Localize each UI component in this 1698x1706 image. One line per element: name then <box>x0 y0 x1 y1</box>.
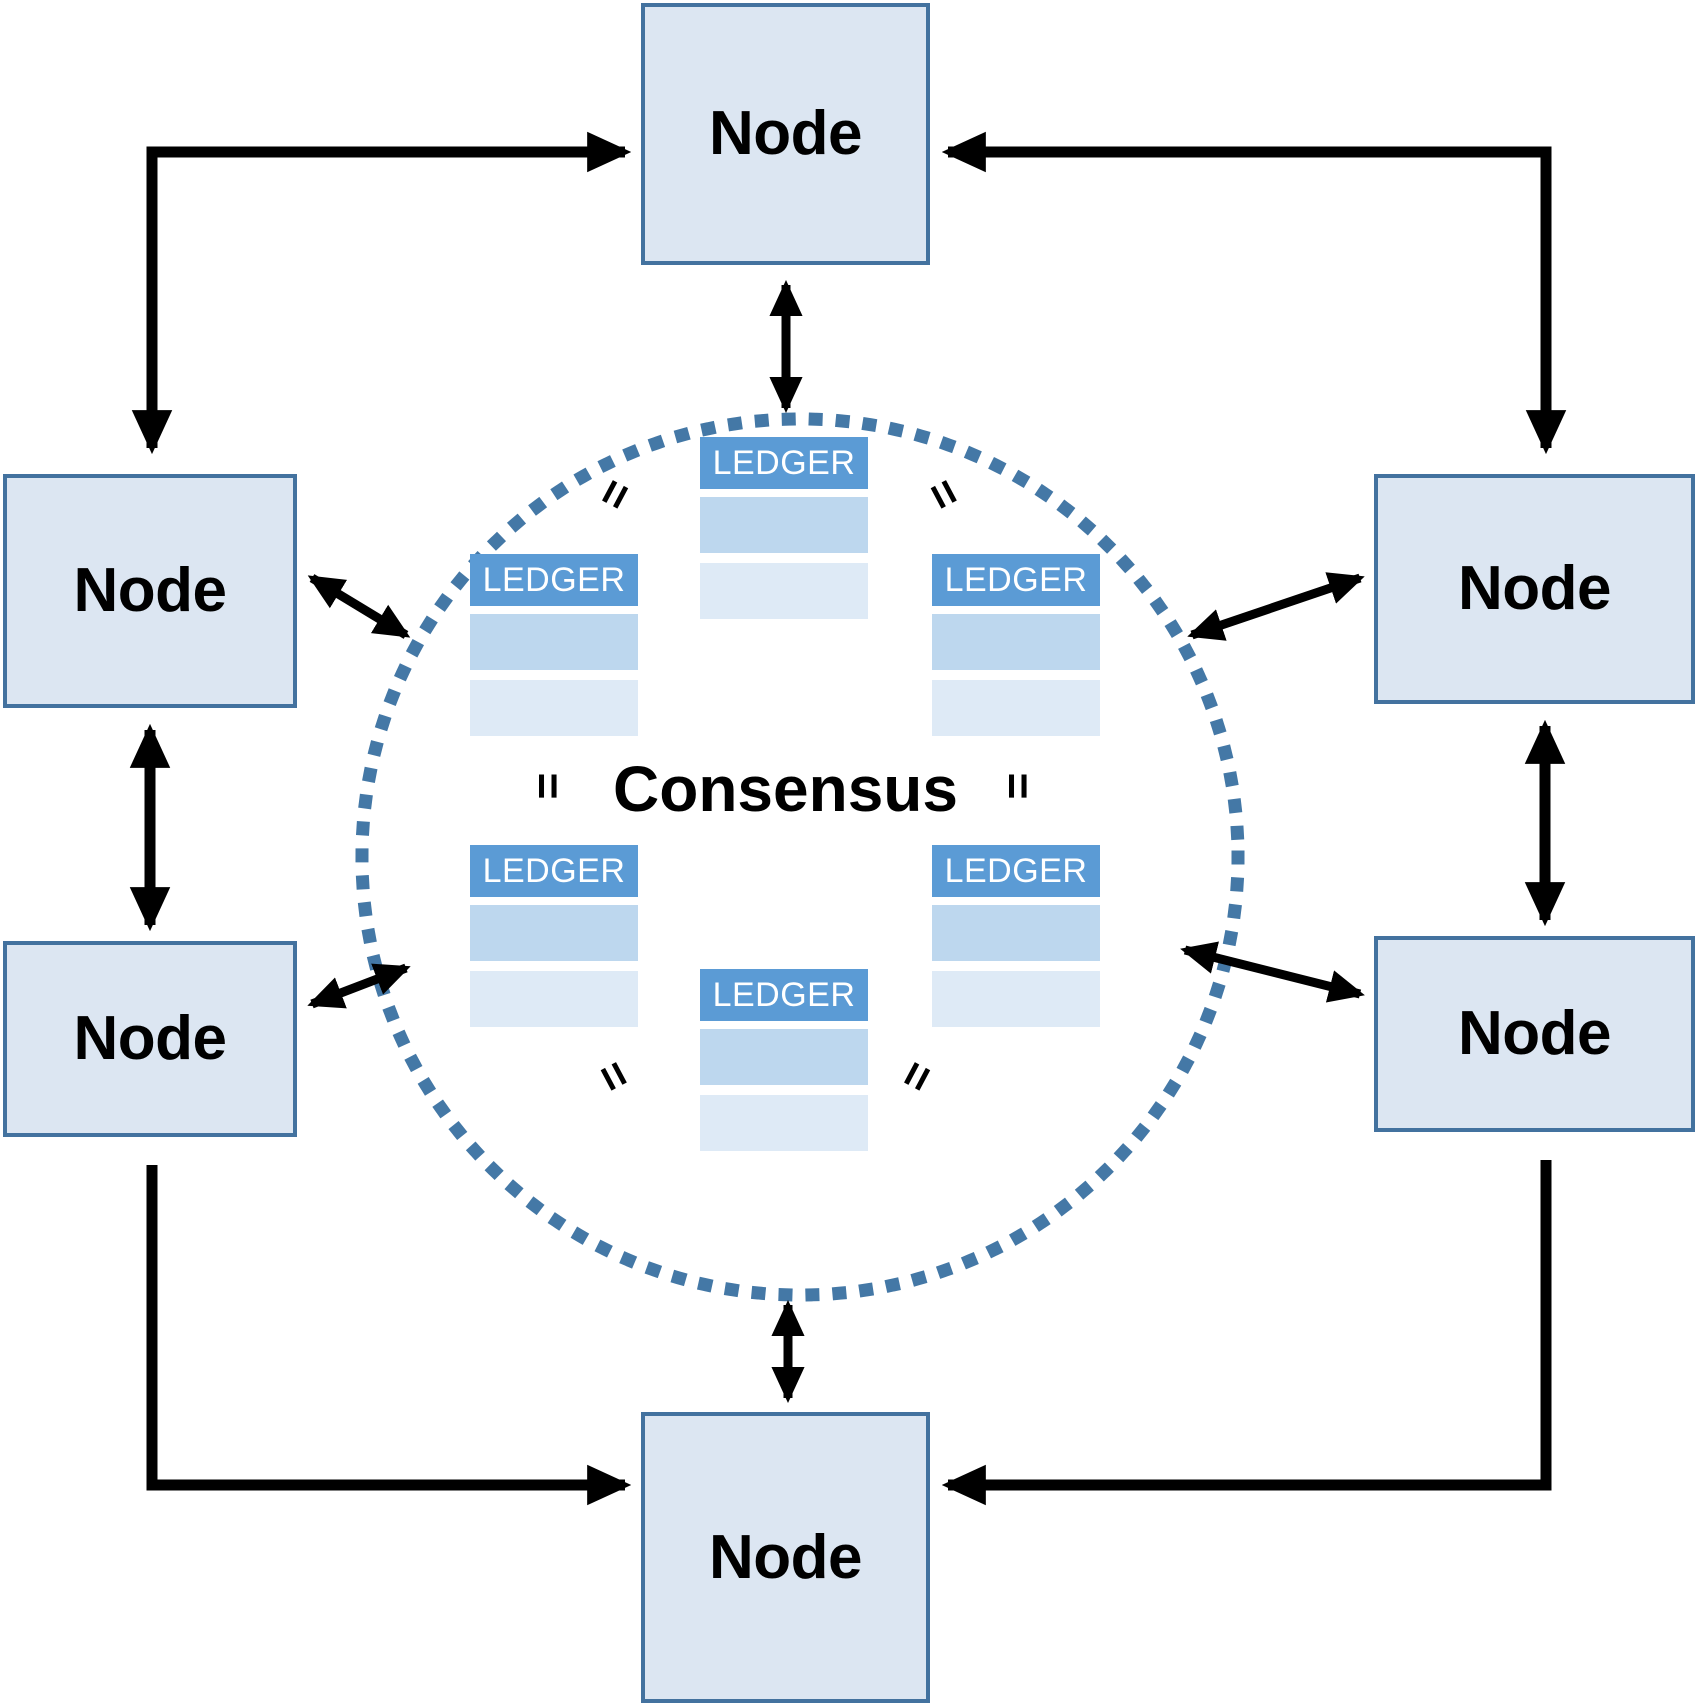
consensus-label: Consensus <box>613 753 958 825</box>
ledger-lower-right[interactable]: LEDGER <box>932 845 1100 1027</box>
conn-circle-right-lower <box>1180 941 1365 1003</box>
node-label: Node <box>73 1004 228 1073</box>
ledger-header: LEDGER <box>932 554 1100 606</box>
equals-upper-left-icon: = <box>585 469 644 519</box>
conn-topright-elbow <box>941 131 1552 448</box>
node-label: Node <box>709 1522 863 1592</box>
node-right-lower[interactable]: Node <box>1374 936 1695 1132</box>
ledger-block-row <box>470 905 638 961</box>
equals-upper-right-icon: = <box>915 469 974 519</box>
node-top[interactable]: Node <box>641 3 930 265</box>
ledger-block-row <box>700 563 868 619</box>
ledger-block-row <box>700 1029 868 1085</box>
ledger-block-row <box>470 614 638 670</box>
node-right-upper[interactable]: Node <box>1374 474 1695 704</box>
ledger-header: LEDGER <box>700 437 868 489</box>
ledger-block-row <box>932 614 1100 670</box>
ledger-header: LEDGER <box>932 845 1100 897</box>
node-bottom[interactable]: Node <box>641 1412 930 1703</box>
ledger-lower-left[interactable]: LEDGER <box>470 845 638 1027</box>
ledger-header: LEDGER <box>470 845 638 897</box>
ledger-top[interactable]: LEDGER <box>700 437 868 619</box>
conn-bottomleft-elbow <box>146 1165 632 1506</box>
node-label: Node <box>1458 999 1612 1068</box>
equals-lower-left-icon: = <box>585 1051 644 1101</box>
ledger-upper-right[interactable]: LEDGER <box>932 554 1100 736</box>
node-label: Node <box>73 556 228 625</box>
conn-bottomright-elbow <box>941 1160 1552 1506</box>
conn-circle-right-upper <box>1187 572 1365 641</box>
node-label: Node <box>1458 554 1612 623</box>
conn-circle-left-lower <box>307 963 411 1009</box>
node-left-lower[interactable]: Node <box>3 941 297 1137</box>
ledger-bottom[interactable]: LEDGER <box>700 969 868 1151</box>
ledger-block-row <box>932 905 1100 961</box>
node-left-upper[interactable]: Node <box>3 474 297 708</box>
conn-topleft-elbow <box>146 131 632 445</box>
conn-circle-left-upper <box>307 574 411 639</box>
ledger-block-row <box>470 680 638 736</box>
ledger-block-row <box>932 680 1100 736</box>
ledger-block-row <box>700 497 868 553</box>
ledger-block-row <box>470 971 638 1027</box>
ledger-block-row <box>700 1095 868 1151</box>
node-label: Node <box>709 99 863 168</box>
ledger-header: LEDGER <box>470 554 638 606</box>
equals-mid-right-icon: = <box>992 772 1045 800</box>
ledger-header: LEDGER <box>700 969 868 1021</box>
ledger-upper-left[interactable]: LEDGER <box>470 554 638 736</box>
equals-mid-left-icon: = <box>522 772 575 800</box>
equals-lower-right-icon: = <box>887 1051 946 1101</box>
ledger-block-row <box>932 971 1100 1027</box>
